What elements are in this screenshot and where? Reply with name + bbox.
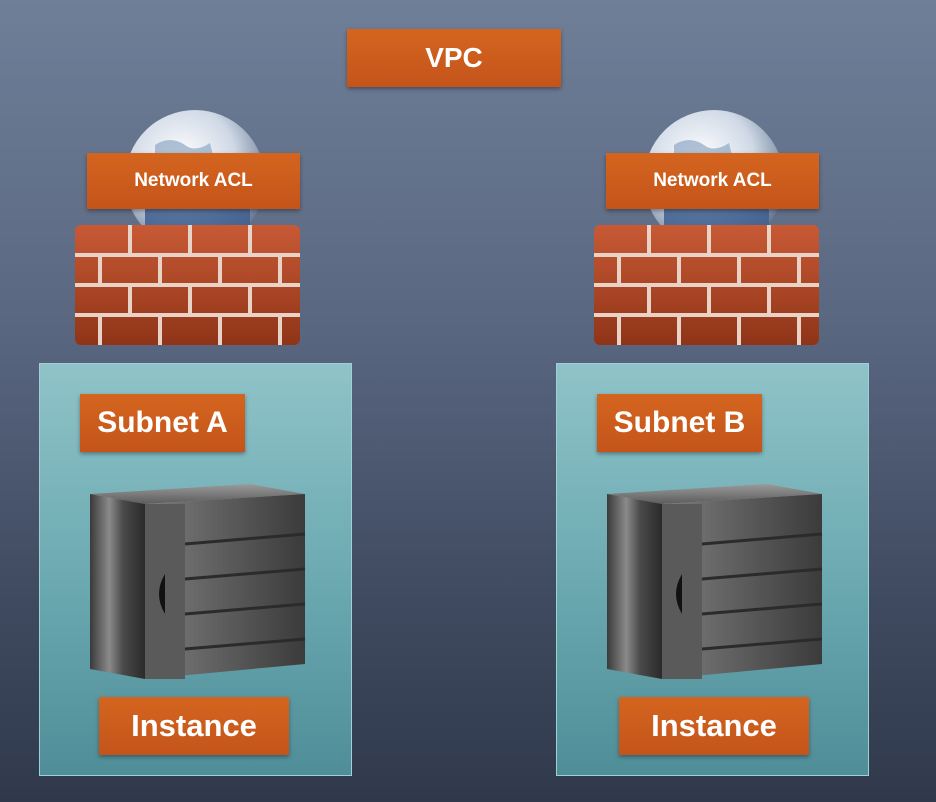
subnet-b-label: Subnet B bbox=[597, 394, 762, 452]
subnet-a-label: Subnet A bbox=[80, 394, 245, 452]
firewall-globe-icon bbox=[594, 110, 819, 345]
instance-b-label: Instance bbox=[619, 697, 809, 755]
network-acl-label-a: Network ACL bbox=[87, 153, 300, 209]
network-acl-label-b: Network ACL bbox=[606, 153, 819, 209]
instance-a-label: Instance bbox=[99, 697, 289, 755]
subnet-b-box: Subnet B Instance bbox=[556, 363, 869, 776]
instance-b bbox=[592, 464, 832, 704]
server-icon bbox=[607, 484, 823, 679]
vpc-label: VPC bbox=[347, 29, 561, 87]
firewall-b bbox=[594, 110, 824, 360]
server-icon bbox=[90, 484, 306, 679]
firewall-globe-icon bbox=[75, 110, 300, 345]
instance-a bbox=[75, 464, 315, 704]
firewall-a bbox=[75, 110, 305, 360]
subnet-a-box: Subnet A Instance bbox=[39, 363, 352, 776]
